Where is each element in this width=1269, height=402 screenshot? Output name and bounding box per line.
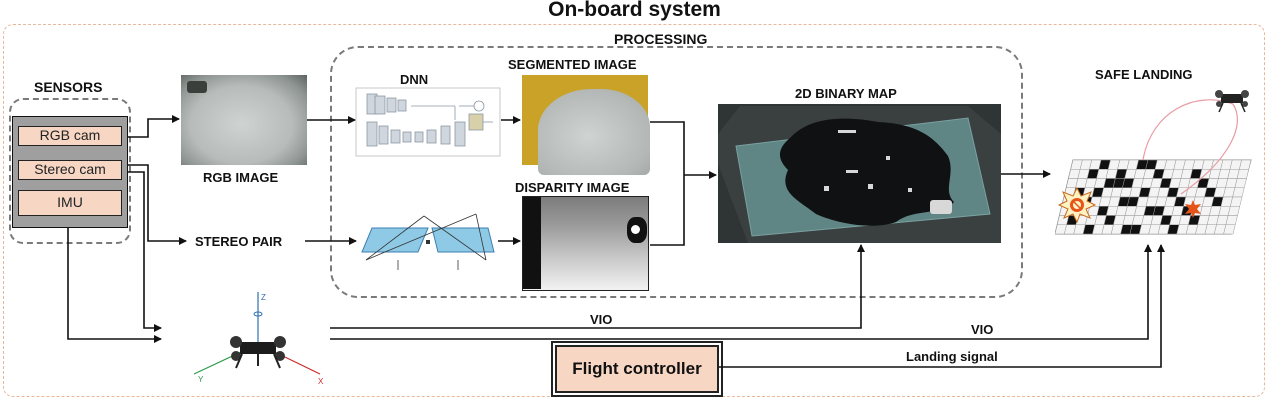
processing-heading: PROCESSING: [614, 31, 708, 47]
disparity-image-label: DISPARITY IMAGE: [515, 180, 630, 195]
safe-landing-label: SAFE LANDING: [1095, 67, 1193, 82]
landing-grid-cells: [1055, 159, 1252, 235]
grid-cell: [1223, 224, 1236, 235]
arrow-vio-to-map: [330, 244, 865, 329]
sensor-stack: RGB cam Stereo cam IMU: [12, 116, 128, 228]
rgb-photo-object: [187, 81, 207, 93]
arrow-stereo-to-pair: [128, 164, 187, 245]
arrow-landing-signal: [719, 244, 1165, 368]
arrow-rgb-to-image: [128, 115, 180, 138]
svg-text:Z: Z: [261, 293, 266, 302]
landing-trajectory-return: [1180, 103, 1238, 195]
segmented-image-photo: [522, 75, 650, 175]
warning-badge-icon: [1057, 186, 1097, 224]
arrow-vio-to-landing: [330, 244, 1152, 340]
diagram-title: On-board system: [548, 0, 721, 21]
disparity-white-spot: [631, 225, 640, 234]
binary-map-render: [718, 106, 1001, 243]
binary-map-label: 2D BINARY MAP: [795, 86, 897, 101]
stereo-geometry-icon: [361, 213, 495, 270]
landing-drone-icon: [1215, 90, 1249, 113]
imu-box: IMU: [18, 190, 122, 216]
rgb-image-photo: [181, 75, 307, 165]
vio-label-right: VIO: [971, 322, 994, 337]
drone-with-axes: Z Y X: [193, 292, 324, 386]
svg-text:Y: Y: [198, 375, 204, 384]
safe-landing-grid: [1055, 90, 1252, 235]
processing-frame: [330, 46, 1023, 298]
arrow-stereo-to-drone: [128, 171, 162, 332]
vio-label-middle: VIO: [590, 312, 613, 327]
onboard-system-frame: [3, 24, 1265, 397]
merge-bracket: [650, 121, 685, 246]
svg-text:X: X: [318, 377, 324, 386]
dnn-label: DNN: [400, 72, 429, 87]
disparity-image-photo: [522, 196, 649, 291]
rgb-cam-box: RGB cam: [18, 126, 122, 146]
flight-controller-box: Flight controller: [551, 341, 723, 397]
stereo-pair-label: STEREO PAIR: [195, 234, 283, 249]
sensors-heading: SENSORS: [34, 79, 103, 95]
segmented-image-label: SEGMENTED IMAGE: [508, 57, 637, 72]
stereo-cam-box: Stereo cam: [18, 160, 122, 180]
sensors-frame: [9, 98, 131, 244]
segmented-free-area: [538, 89, 650, 175]
landing-signal-label: Landing signal: [906, 349, 998, 364]
disparity-dark-edge: [523, 197, 541, 289]
landing-target-icon: [1185, 200, 1201, 218]
binary-map-photo: [718, 104, 1001, 243]
arrow-imu-to-drone: [67, 228, 162, 343]
rgb-image-label: RGB IMAGE: [203, 170, 279, 185]
dnn-architecture-icon: [355, 87, 501, 157]
drone-icon: [230, 336, 286, 369]
landing-trajectory: [1142, 99, 1234, 161]
